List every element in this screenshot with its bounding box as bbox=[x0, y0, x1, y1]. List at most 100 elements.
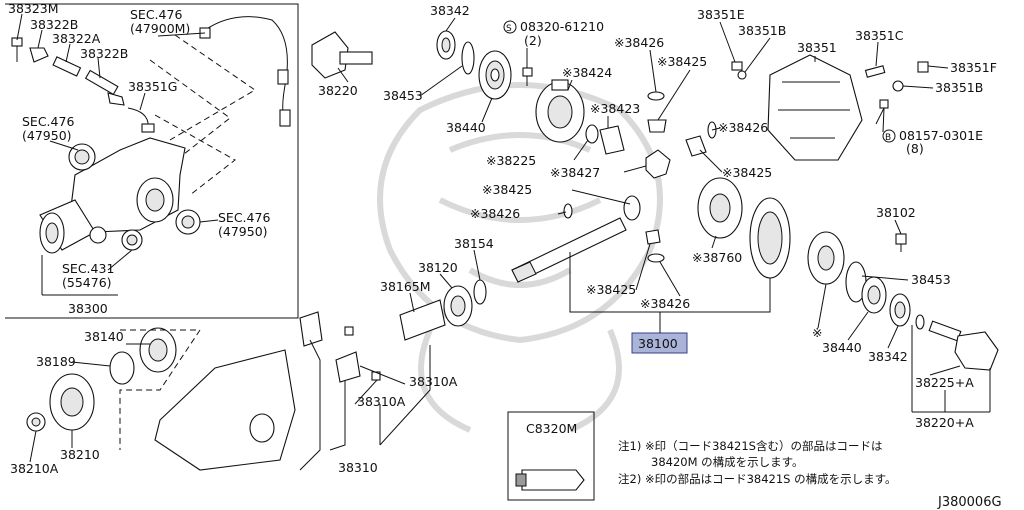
hose-38322B[interactable] bbox=[84, 69, 125, 106]
label-38440-top: 38440 bbox=[446, 120, 486, 135]
gear-38425-lower[interactable] bbox=[645, 229, 661, 245]
label-38453-right: 38453 bbox=[911, 272, 951, 287]
seal-47950-right[interactable] bbox=[175, 209, 201, 235]
label-sec476-b: SEC.476 bbox=[22, 114, 74, 129]
label-38351B-top: 38351B bbox=[738, 23, 786, 38]
label-sec476-b-num: (47950) bbox=[22, 128, 72, 143]
gear-38425-top[interactable] bbox=[647, 119, 667, 133]
circled-s-symbol: S bbox=[506, 24, 512, 34]
label-sec476-c: SEC.476 bbox=[218, 210, 270, 225]
label-38426-b: ※38426 bbox=[718, 120, 768, 135]
flange-38220[interactable] bbox=[311, 31, 373, 79]
harness-47900M[interactable] bbox=[199, 16, 291, 127]
bearing-38440[interactable] bbox=[478, 50, 512, 100]
spacer-38165M[interactable] bbox=[399, 299, 446, 341]
stud-38351C[interactable] bbox=[864, 65, 886, 78]
label-38351F: 38351F bbox=[950, 60, 997, 75]
label-38310: 38310 bbox=[338, 460, 378, 475]
label-38425-d: ※38425 bbox=[586, 282, 636, 297]
flange-38220-right[interactable] bbox=[928, 320, 999, 371]
ring-gear[interactable] bbox=[749, 197, 791, 279]
washer-38426-top[interactable] bbox=[647, 91, 665, 101]
ring-38453[interactable] bbox=[461, 41, 475, 75]
c8320m-box bbox=[507, 411, 595, 501]
seal-38342-right[interactable] bbox=[889, 293, 911, 327]
bearing-38120[interactable] bbox=[443, 285, 473, 327]
breather-38351G[interactable] bbox=[127, 107, 155, 133]
washer-38351B-top[interactable] bbox=[737, 70, 747, 80]
label-38102: 38102 bbox=[876, 205, 916, 220]
nut-38210A[interactable] bbox=[26, 412, 46, 432]
label-38100: 38100 bbox=[638, 336, 678, 351]
label-38351E: 38351E bbox=[697, 7, 745, 22]
washer-38426-lower[interactable] bbox=[647, 253, 665, 263]
bolt-38323M[interactable] bbox=[11, 37, 23, 62]
label-38310A-a: 38310A bbox=[409, 374, 458, 389]
label-38310A-b: 38310A bbox=[357, 394, 406, 409]
label-38425-c: ※38425 bbox=[482, 182, 532, 197]
label-38425-b: ※38425 bbox=[722, 165, 772, 180]
label-38342-right: 38342 bbox=[868, 349, 908, 364]
label-sec476-c-num: (47950) bbox=[218, 224, 268, 239]
drive-pinion-shaft[interactable] bbox=[511, 217, 627, 283]
o-ring-right[interactable] bbox=[915, 314, 925, 330]
label-sec431: SEC.431 bbox=[62, 261, 114, 276]
diff-case-38424[interactable] bbox=[535, 79, 585, 143]
label-38322B-a: 38322B bbox=[30, 17, 78, 32]
label-38426-a: ※38426 bbox=[614, 35, 664, 50]
label-38424: ※38424 bbox=[562, 65, 612, 80]
clip-38322B[interactable] bbox=[29, 47, 49, 63]
seal-38189[interactable] bbox=[109, 351, 135, 385]
label-38760: ※38760 bbox=[692, 250, 742, 265]
ring-38154[interactable] bbox=[473, 279, 487, 305]
final-drive-assembly[interactable] bbox=[39, 137, 186, 254]
label-38323M: 38323M bbox=[8, 1, 59, 16]
bolt-38102[interactable] bbox=[895, 233, 907, 252]
gear-38760[interactable] bbox=[697, 177, 743, 239]
plug-38351E[interactable] bbox=[731, 61, 743, 71]
note-2: 注2) ※印の部品はコード38421S の構成を示します。 bbox=[618, 472, 896, 486]
note-1-line-2: 38420M の構成を示します。 bbox=[651, 455, 804, 469]
gear-38423[interactable] bbox=[599, 125, 625, 155]
shaft-38427[interactable] bbox=[645, 149, 671, 179]
label-38351G: 38351G bbox=[128, 79, 177, 94]
seal-47950-left[interactable] bbox=[68, 143, 96, 171]
label-38300: 38300 bbox=[68, 301, 108, 316]
plug-38351F[interactable] bbox=[917, 61, 929, 73]
label-38423: ※38423 bbox=[590, 101, 640, 116]
bracket-38310A[interactable] bbox=[299, 311, 361, 383]
label-sec476-a: SEC.476 bbox=[130, 7, 182, 22]
label-38440-right: 38440 bbox=[822, 340, 862, 355]
label-38453-top: 38453 bbox=[383, 88, 423, 103]
bearing-38140[interactable] bbox=[139, 327, 177, 373]
seal-38342[interactable] bbox=[436, 30, 456, 60]
label-38351C: 38351C bbox=[855, 28, 904, 43]
label-38220-top: 38220 bbox=[318, 83, 358, 98]
label-38120: 38120 bbox=[418, 260, 458, 275]
label-38351B-right: 38351B bbox=[935, 80, 983, 95]
case-38210[interactable] bbox=[49, 373, 95, 431]
washer-38426-pinion[interactable] bbox=[563, 203, 573, 219]
label-08320-61210: 08320-61210 bbox=[520, 19, 604, 34]
washer-38225[interactable] bbox=[585, 124, 599, 144]
cover-38351[interactable] bbox=[767, 54, 863, 161]
label-38322A: 38322A bbox=[52, 31, 101, 46]
label-38210A: 38210A bbox=[10, 461, 59, 476]
label-38210: 38210 bbox=[60, 447, 100, 462]
label-38427: ※38427 bbox=[550, 165, 600, 180]
gear-38425-pinion[interactable] bbox=[623, 195, 641, 221]
watermark-emblem bbox=[377, 82, 663, 433]
label-38342-top: 38342 bbox=[430, 3, 470, 18]
tube-38322A[interactable] bbox=[52, 56, 82, 77]
label-38426-d: ※38426 bbox=[640, 296, 690, 311]
circled-b-symbol: B bbox=[885, 133, 891, 143]
side-gear-assembly[interactable] bbox=[807, 231, 845, 285]
carrier-38310[interactable] bbox=[154, 349, 296, 471]
label-C8320M: C8320M bbox=[526, 421, 577, 436]
label-sec476-a-num: (47900M) bbox=[130, 21, 190, 36]
bolt-08157-0301E[interactable] bbox=[875, 99, 889, 125]
washer-38351B-right[interactable] bbox=[892, 80, 904, 92]
label-08157-qty: (8) bbox=[906, 141, 924, 156]
bearing-38440-right[interactable] bbox=[861, 276, 887, 314]
